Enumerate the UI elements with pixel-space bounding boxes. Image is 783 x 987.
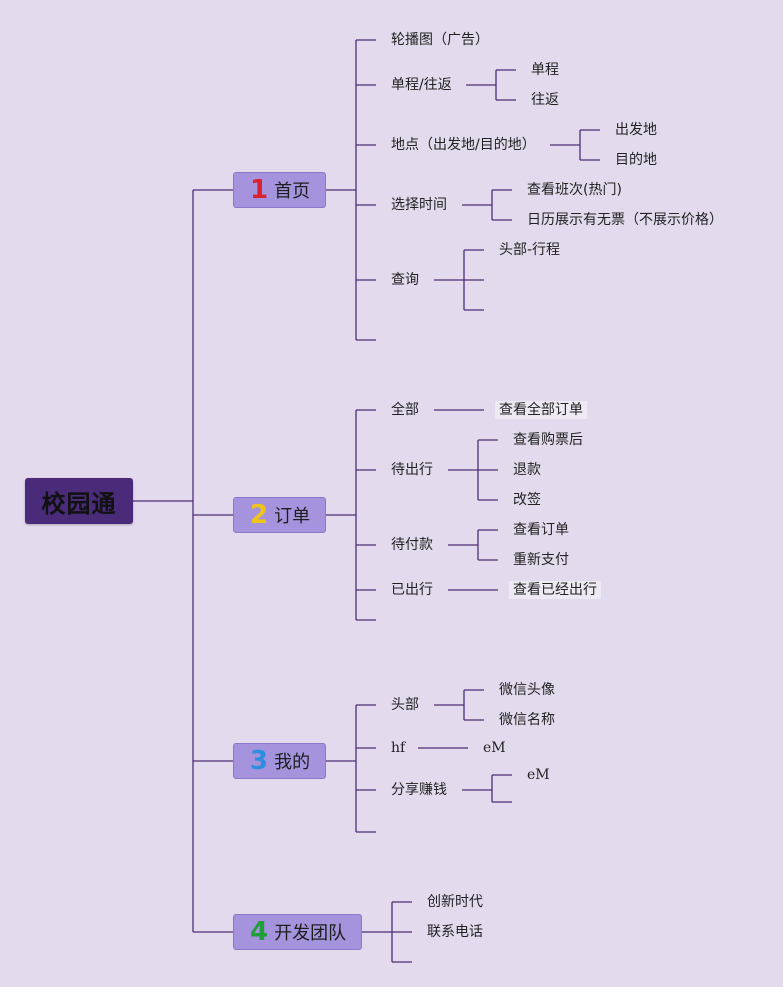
node-phone[interactable]: 联系电话 bbox=[427, 924, 483, 940]
node-change[interactable]: 改签 bbox=[513, 492, 541, 508]
node-view-departed[interactable]: 查看已经出行 bbox=[509, 581, 601, 599]
node-destination[interactable]: 目的地 bbox=[615, 152, 657, 168]
node-origin[interactable]: 出发地 bbox=[615, 122, 657, 138]
node-view-order[interactable]: 查看订单 bbox=[513, 522, 569, 538]
node-wechat-avatar[interactable]: 微信头像 bbox=[499, 682, 555, 698]
node-query[interactable]: 查询 bbox=[391, 272, 419, 288]
node-repay[interactable]: 重新支付 bbox=[513, 552, 569, 568]
branch-orders[interactable]: 2 订单 bbox=[233, 497, 326, 533]
branch-label: 订单 bbox=[274, 506, 311, 527]
node-departed[interactable]: 已出行 bbox=[391, 582, 433, 598]
branch-home[interactable]: 1 首页 bbox=[233, 172, 326, 208]
node-location[interactable]: 地点（出发地/目的地） bbox=[391, 137, 536, 153]
branch-number: 3 bbox=[250, 746, 269, 776]
branch-dev-team[interactable]: 4 开发团队 bbox=[233, 914, 362, 950]
node-all[interactable]: 全部 bbox=[391, 402, 419, 418]
node-innovation[interactable]: 创新时代 bbox=[427, 894, 483, 910]
node-pending-trip[interactable]: 待出行 bbox=[391, 462, 433, 478]
node-trip-type[interactable]: 单程/往返 bbox=[391, 77, 452, 93]
node-carousel[interactable]: 轮播图（广告） bbox=[391, 32, 489, 48]
node-view-after-purchase[interactable]: 查看购票后 bbox=[513, 432, 583, 448]
node-em-1[interactable]: eM bbox=[483, 740, 506, 756]
node-one-way[interactable]: 单程 bbox=[531, 62, 559, 78]
branch-label: 我的 bbox=[274, 752, 311, 773]
branch-number: 4 bbox=[250, 917, 269, 947]
node-header[interactable]: 头部 bbox=[391, 697, 419, 713]
node-choose-time[interactable]: 选择时间 bbox=[391, 197, 447, 213]
node-view-all-orders[interactable]: 查看全部订单 bbox=[495, 401, 587, 419]
node-em-2[interactable]: eM bbox=[527, 767, 550, 783]
root-label: 校园通 bbox=[41, 489, 117, 518]
node-hot-schedule[interactable]: 查看班次(热门) bbox=[527, 182, 622, 198]
node-header-trip[interactable]: 头部-行程 bbox=[499, 242, 561, 258]
branch-mine[interactable]: 3 我的 bbox=[233, 743, 326, 779]
node-wechat-name[interactable]: 微信名称 bbox=[499, 712, 555, 728]
node-round-trip[interactable]: 往返 bbox=[531, 92, 559, 108]
node-calendar[interactable]: 日历展示有无票（不展示价格） bbox=[527, 212, 723, 228]
root-node[interactable]: 校园通 bbox=[25, 478, 133, 524]
branch-number: 1 bbox=[250, 175, 269, 205]
node-share-earn[interactable]: 分享赚钱 bbox=[391, 782, 447, 798]
branch-label: 开发团队 bbox=[274, 923, 347, 944]
node-refund[interactable]: 退款 bbox=[513, 462, 541, 478]
node-hf[interactable]: hf bbox=[391, 740, 406, 756]
branch-number: 2 bbox=[250, 500, 269, 530]
branch-label: 首页 bbox=[274, 181, 311, 202]
node-pending-pay[interactable]: 待付款 bbox=[391, 537, 433, 553]
